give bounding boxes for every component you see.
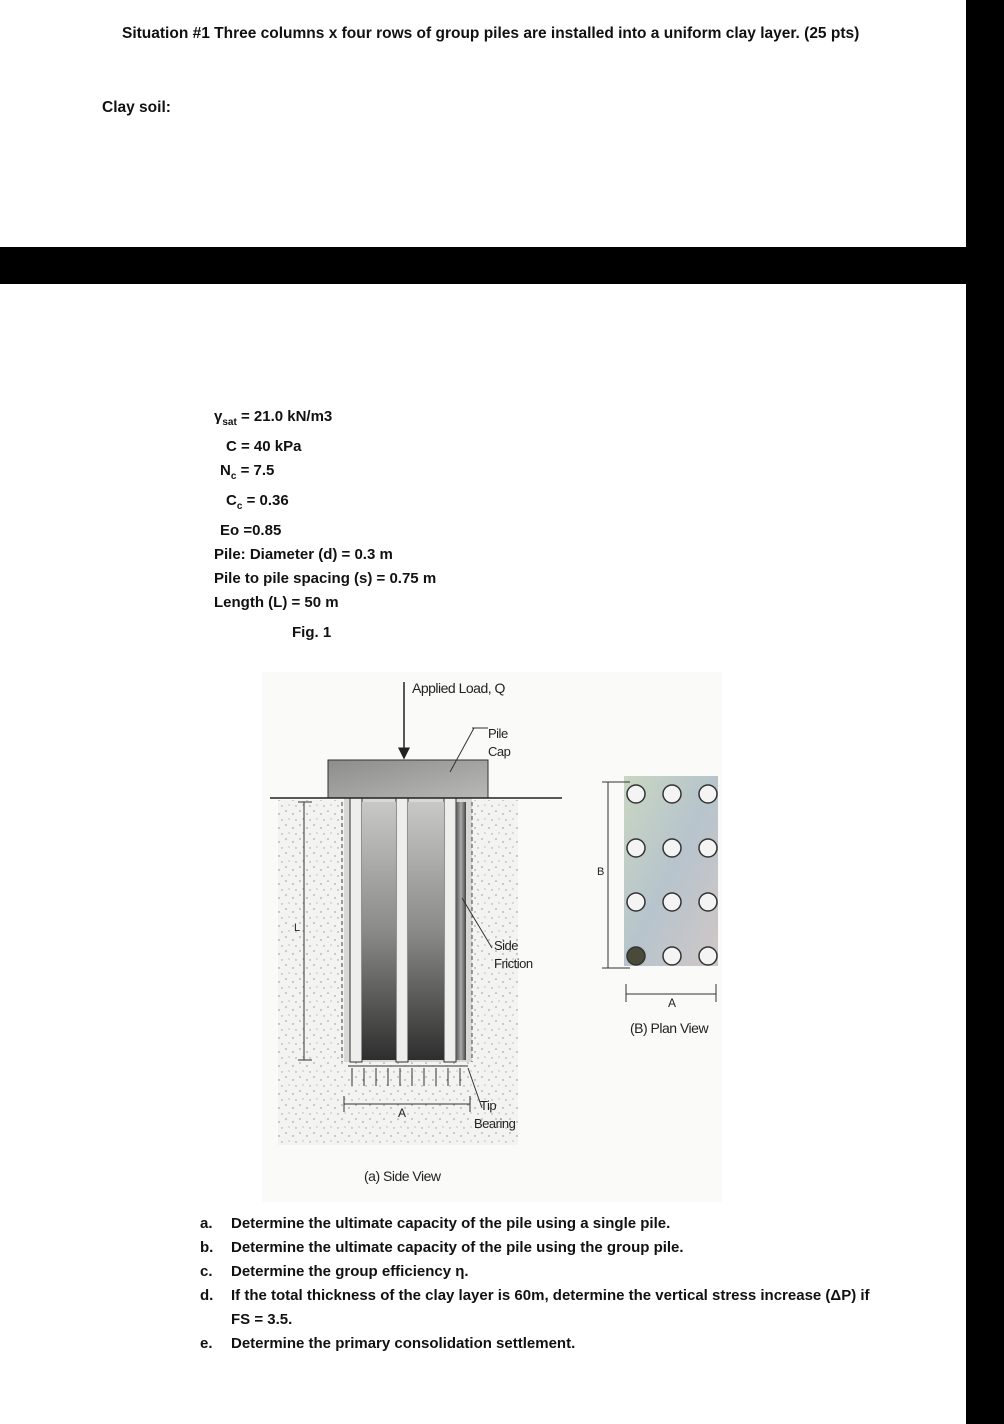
question-list: a.Determine the ultimate capacity of the… xyxy=(200,1212,880,1356)
param-cc: Cc = 0.36 xyxy=(226,492,289,512)
pile-cap-label-1: Pile xyxy=(488,726,508,741)
dimension-b-label: B xyxy=(597,866,604,878)
question-b: b.Determine the ultimate capacity of the… xyxy=(200,1239,684,1256)
dimension-l-label: L xyxy=(294,922,300,934)
question-d: d.If the total thickness of the clay lay… xyxy=(200,1287,870,1328)
tip-bearing-label-2: Bearing xyxy=(474,1116,516,1131)
param-diameter: Pile: Diameter (d) = 0.3 m xyxy=(214,546,393,563)
applied-load-label: Applied Load, Q xyxy=(412,680,505,696)
dimension-a-side-label: A xyxy=(398,1106,406,1120)
page-title: Situation #1 Three columns x four rows o… xyxy=(122,25,860,42)
black-redaction-band xyxy=(0,247,966,284)
param-eo: Eo =0.85 xyxy=(220,522,282,539)
pile-cap-label-2: Cap xyxy=(488,744,511,759)
side-friction-label-2: Friction xyxy=(494,956,533,971)
tip-bearing-label-1: Tip xyxy=(480,1098,497,1113)
param-gamma-sat: γsat = 21.0 kN/m3 xyxy=(214,408,333,428)
side-friction-label-1: Side xyxy=(494,938,519,953)
pile-group-diagram xyxy=(262,672,722,1202)
question-e: e.Determine the primary consolidation se… xyxy=(200,1335,576,1352)
param-length: Length (L) = 50 m xyxy=(214,594,339,611)
side-view-caption: (a) Side View xyxy=(364,1168,441,1184)
soil-parameters: γsat = 21.0 kN/m3 C = 40 kPa Nc = 7.5 Cc… xyxy=(214,405,436,615)
clay-soil-heading: Clay soil: xyxy=(102,99,171,116)
figure-label: Fig. 1 xyxy=(292,624,332,641)
plan-view-caption: (B) Plan View xyxy=(630,1020,709,1036)
right-black-border xyxy=(966,0,1004,1424)
question-c: c.Determine the group efficiency η. xyxy=(200,1263,469,1280)
question-a: a.Determine the ultimate capacity of the… xyxy=(200,1215,671,1232)
param-spacing: Pile to pile spacing (s) = 0.75 m xyxy=(214,570,437,587)
param-cohesion: C = 40 kPa xyxy=(226,438,302,455)
dimension-a-plan-label: A xyxy=(668,996,676,1010)
param-nc: Nc = 7.5 xyxy=(220,462,275,482)
pile-group-figure: Applied Load, Q Pile Cap Side Friction T… xyxy=(256,668,726,1208)
